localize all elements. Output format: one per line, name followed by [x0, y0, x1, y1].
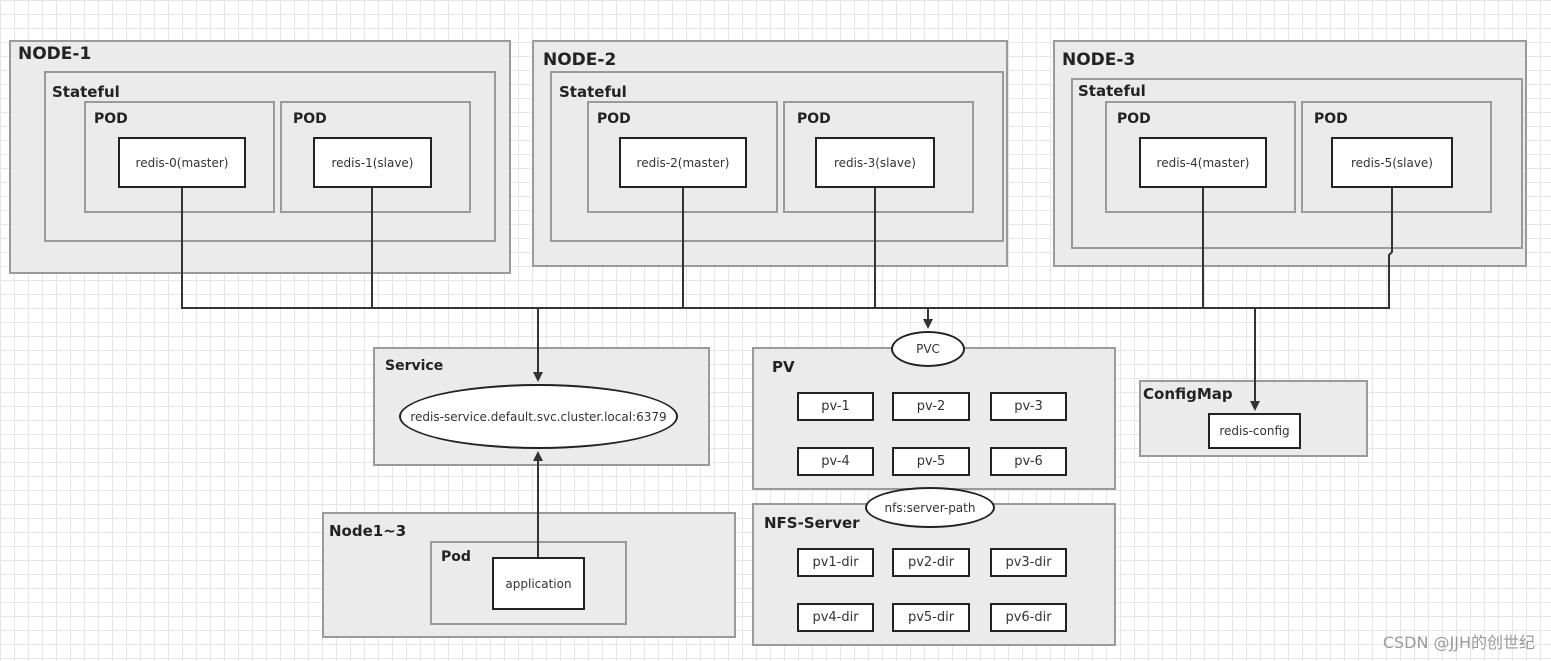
- pv-5-box: pv-5: [892, 447, 970, 476]
- pv3-dir-box: pv3-dir: [990, 548, 1067, 577]
- pv4-dir-box: pv4-dir: [797, 603, 874, 632]
- redis-0-container: redis-0(master): [118, 137, 246, 188]
- pv6-dir-box: pv6-dir: [990, 603, 1067, 632]
- pv1-dir-box: pv1-dir: [797, 548, 874, 577]
- redis-5-container: redis-5(slave): [1331, 137, 1453, 188]
- redis-config-box: redis-config: [1208, 413, 1301, 449]
- pv2-dir-box: pv2-dir: [892, 548, 970, 577]
- redis-2-container: redis-2(master): [619, 137, 747, 188]
- client-pod-label: Pod: [441, 549, 471, 565]
- node-3-pod-1-label: POD: [1117, 111, 1151, 127]
- node-1-title: NODE-1: [18, 44, 92, 64]
- service-endpoint-ellipse: redis-service.default.svc.cluster.local:…: [399, 384, 678, 449]
- node-2-pod-1-label: POD: [597, 111, 631, 127]
- application-container: application: [492, 557, 585, 610]
- node-3-pod-2-label: POD: [1314, 111, 1348, 127]
- node-2-stateful-title: Stateful: [559, 83, 627, 101]
- nfs-mount-ellipse: nfs:server-path: [865, 487, 995, 528]
- node-1-stateful-title: Stateful: [52, 83, 120, 101]
- node-3-stateful-title: Stateful: [1078, 82, 1146, 100]
- pv-3-box: pv-3: [990, 392, 1067, 421]
- pv5-dir-box: pv5-dir: [892, 603, 970, 632]
- node-2-pod-2-label: POD: [797, 111, 831, 127]
- pv-6-box: pv-6: [990, 447, 1067, 476]
- node-3-title: NODE-3: [1062, 50, 1136, 70]
- node-1-pod-1-label: POD: [94, 111, 128, 127]
- watermark-text: CSDN @JJH的创世纪: [1382, 633, 1535, 652]
- node-2-title: NODE-2: [543, 50, 617, 70]
- pvc-ellipse: PVC: [891, 331, 965, 367]
- pv-4-box: pv-4: [797, 447, 874, 476]
- service-title: Service: [385, 358, 444, 374]
- redis-4-container: redis-4(master): [1139, 137, 1267, 188]
- pv-2-box: pv-2: [892, 392, 970, 421]
- client-node-title: Node1~3: [329, 522, 407, 540]
- node-1-pod-2-label: POD: [293, 111, 327, 127]
- pv-title: PV: [772, 358, 795, 376]
- configmap-title: ConfigMap: [1143, 385, 1233, 403]
- redis-3-container: redis-3(slave): [815, 137, 935, 188]
- nfs-server-title: NFS-Server: [764, 514, 860, 532]
- redis-1-container: redis-1(slave): [313, 137, 432, 188]
- pv-1-box: pv-1: [797, 392, 874, 421]
